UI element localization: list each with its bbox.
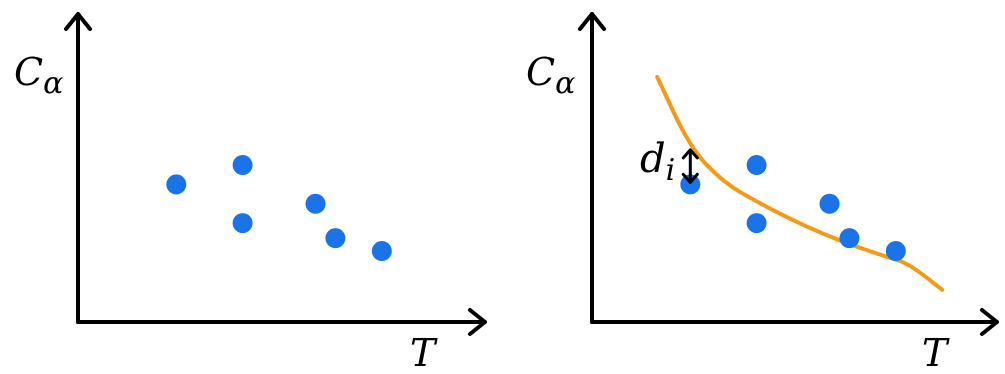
data-point-5 bbox=[325, 228, 346, 249]
left-x-axis bbox=[76, 308, 487, 336]
data-point-6 bbox=[371, 241, 392, 262]
left-x-axis-label: T bbox=[410, 331, 438, 374]
data-point-2 bbox=[232, 155, 253, 176]
data-point-4 bbox=[819, 193, 840, 214]
left-data-points bbox=[166, 155, 392, 262]
data-point-1 bbox=[680, 174, 701, 195]
left-y-axis-label: Cα bbox=[14, 50, 63, 101]
right-panel: Cα T di bbox=[526, 12, 999, 374]
data-point-1 bbox=[166, 174, 187, 195]
left-panel: Cα T bbox=[14, 12, 487, 374]
right-data-points bbox=[680, 155, 906, 262]
data-point-4 bbox=[305, 193, 326, 214]
right-x-axis bbox=[590, 308, 999, 336]
data-point-2 bbox=[746, 155, 767, 176]
fit-curve bbox=[655, 74, 945, 292]
right-y-axis bbox=[578, 12, 606, 324]
distance-annotation: di bbox=[640, 136, 699, 188]
data-point-5 bbox=[839, 228, 860, 249]
right-y-axis-label: Cα bbox=[526, 50, 575, 101]
data-point-3 bbox=[746, 213, 767, 234]
left-y-axis bbox=[64, 12, 92, 324]
distance-label: di bbox=[640, 136, 675, 188]
distance-arrow bbox=[681, 148, 699, 184]
data-point-6 bbox=[885, 241, 906, 262]
right-x-axis-label: T bbox=[922, 331, 950, 374]
data-point-3 bbox=[232, 213, 253, 234]
